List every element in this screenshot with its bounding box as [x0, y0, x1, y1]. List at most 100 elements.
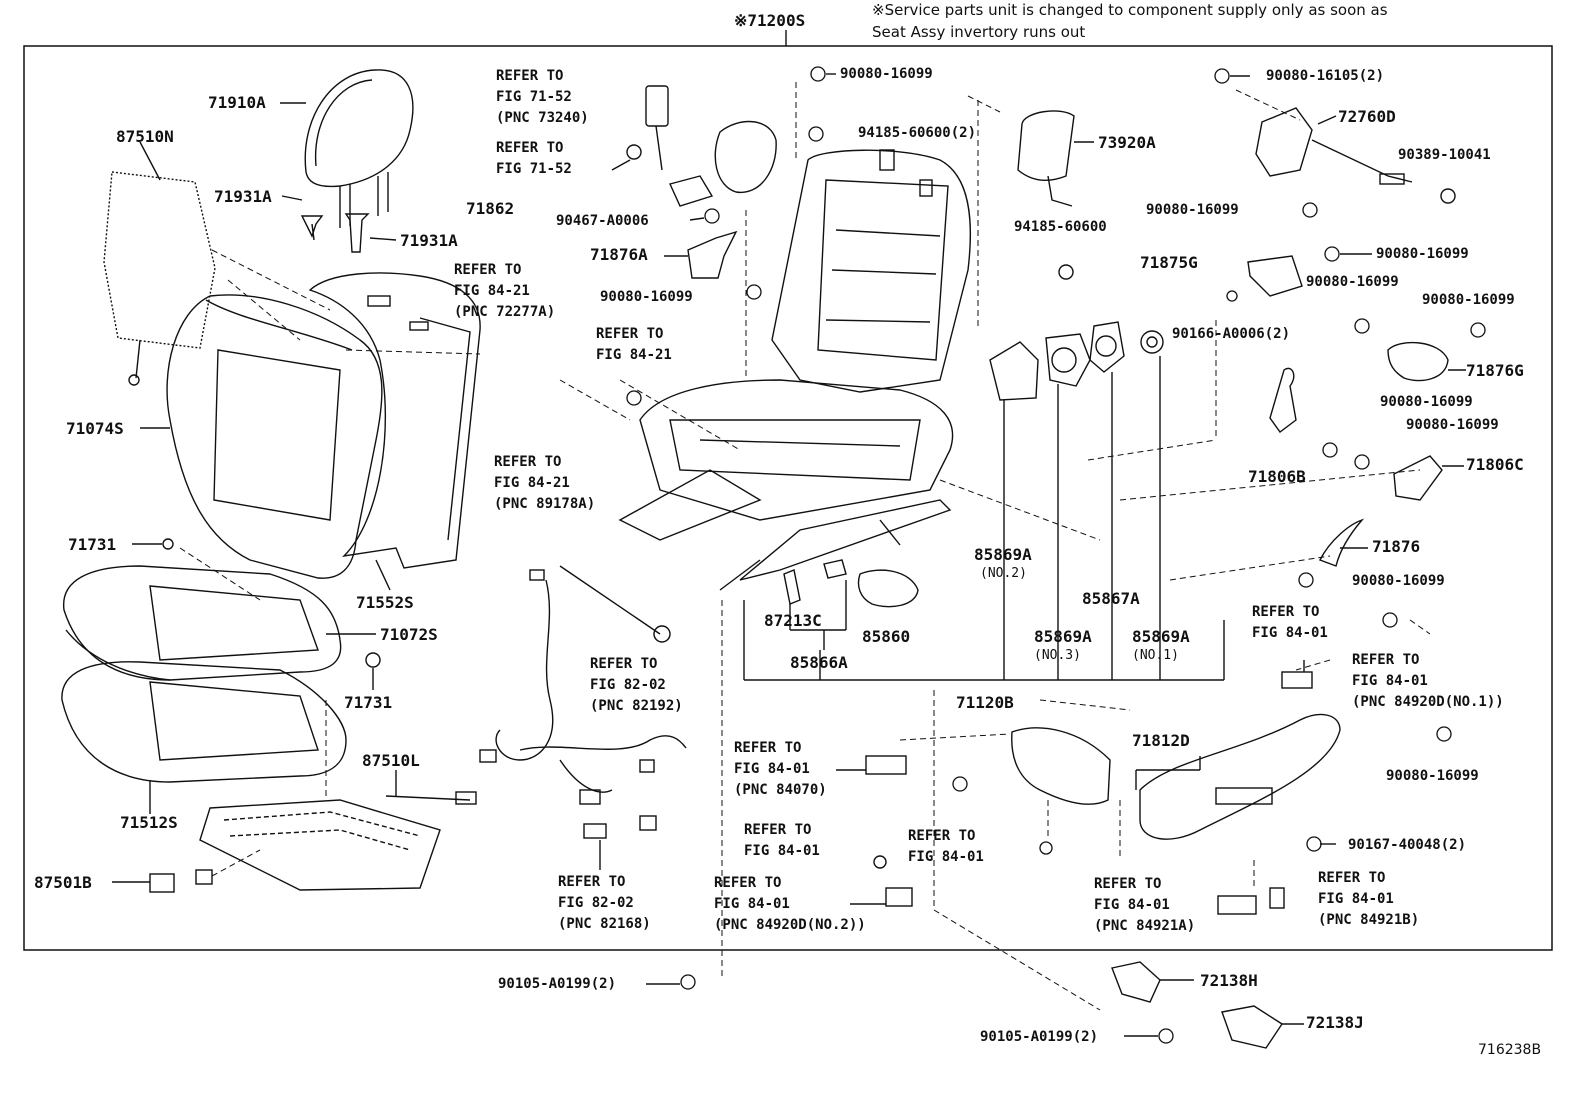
part-71876[interactable]: 71876 — [1372, 537, 1421, 556]
part-90080-16105-2[interactable]: 90080-16105(2) — [1266, 68, 1385, 84]
assembly-number: ※71200S — [734, 11, 806, 30]
seat-frame-drawing — [618, 149, 972, 591]
part-85867A[interactable]: 85867A — [1082, 589, 1140, 608]
cushion-heater-drawing — [199, 791, 477, 891]
part-90167-40048-2[interactable]: 90167-40048(2) — [1348, 837, 1467, 853]
part-85869A-no1[interactable]: 85869A — [1132, 627, 1190, 646]
switch-assemblies-drawing — [989, 321, 1164, 401]
part-71074S[interactable]: 71074S — [66, 419, 124, 438]
part-71806B[interactable]: 71806B — [1248, 467, 1306, 486]
part-71120B[interactable]: 71120B — [956, 693, 1014, 712]
bracket-72138j-drawing — [1221, 1005, 1283, 1049]
part-71512S[interactable]: 71512S — [120, 813, 178, 832]
part-90080-16099-r5[interactable]: 90080-16099 — [1380, 394, 1473, 410]
part-87501B[interactable]: 87501B — [34, 873, 92, 892]
airbag-drawing — [1017, 110, 1075, 207]
side-cover-drawing — [1011, 713, 1341, 840]
part-72138J[interactable]: 72138J — [1306, 1013, 1364, 1032]
part-90080-16099-r3[interactable]: 90080-16099 — [1306, 274, 1399, 290]
cover-71875g-drawing — [1247, 255, 1303, 297]
seatback-board-drawing — [308, 272, 481, 569]
note-no3: (NO.3) — [1034, 648, 1081, 663]
part-90467-A0006[interactable]: 90467-A0006 — [556, 213, 649, 229]
part-85866A[interactable]: 85866A — [790, 653, 848, 672]
part-71875G[interactable]: 71875G — [1140, 253, 1198, 272]
part-71072S[interactable]: 71072S — [380, 625, 438, 644]
part-90080-16099-r2[interactable]: 90080-16099 — [1376, 246, 1469, 262]
part-71731-2[interactable]: 71731 — [344, 693, 393, 712]
part-94185-60600[interactable]: 94185-60600 — [1014, 219, 1107, 235]
part-71812D[interactable]: 71812D — [1132, 731, 1190, 750]
headrest-drawing — [304, 69, 414, 228]
lever-71876-drawing — [1319, 518, 1365, 567]
bracket-72138h-drawing — [1111, 961, 1161, 1003]
connector-87501b-drawing — [149, 873, 175, 893]
note-no2: (NO.2) — [980, 566, 1027, 581]
part-90105-A0199-1[interactable]: 90105-A0199(2) — [498, 976, 617, 992]
part-87510L[interactable]: 87510L — [362, 751, 420, 770]
part-90080-16099-r4[interactable]: 90080-16099 — [1422, 292, 1515, 308]
bolts — [626, 66, 1486, 1044]
part-73920A[interactable]: 73920A — [1098, 133, 1156, 152]
part-72760D[interactable]: 72760D — [1338, 107, 1396, 126]
part-72138H[interactable]: 72138H — [1200, 971, 1258, 990]
part-90080-16099-a[interactable]: 90080-16099 — [600, 289, 693, 305]
part-87213C[interactable]: 87213C — [764, 611, 822, 630]
part-71552S[interactable]: 71552S — [356, 593, 414, 612]
part-90166-A0006-2[interactable]: 90166-A0006(2) — [1172, 326, 1291, 342]
part-85869A-no3[interactable]: 85869A — [1034, 627, 1092, 646]
part-71931A-1[interactable]: 71931A — [214, 187, 272, 206]
part-90105-A0199-2[interactable]: 90105-A0199(2) — [980, 1029, 1099, 1045]
dashed-leaders — [179, 82, 1431, 1011]
figure-code: 716238B — [1478, 1042, 1542, 1058]
part-90389-10041[interactable]: 90389-10041 — [1398, 147, 1491, 163]
part-71731-1[interactable]: 71731 — [68, 535, 117, 554]
part-71910A[interactable]: 71910A — [208, 93, 266, 112]
motor-parts-drawing — [783, 559, 919, 608]
part-90080-16099-r1[interactable]: 90080-16099 — [1146, 202, 1239, 218]
service-note-line2: Seat Assy invertory runs out — [872, 23, 1086, 41]
part-85869A-no2[interactable]: 85869A — [974, 545, 1032, 564]
part-85860[interactable]: 85860 — [862, 627, 911, 646]
part-71876G[interactable]: 71876G — [1466, 361, 1524, 380]
seat-cushion-cover-drawing — [63, 565, 342, 681]
note-no1: (NO.1) — [1132, 648, 1179, 663]
cover-71876g-drawing — [1387, 341, 1449, 382]
part-94185-60600-2[interactable]: 94185-60600(2) — [858, 125, 977, 141]
headrest-guides — [281, 195, 397, 253]
wire-harness-drawing — [479, 565, 687, 805]
part-90080-16099-r6[interactable]: 90080-16099 — [1406, 417, 1499, 433]
part-90080-16099-r8[interactable]: 90080-16099 — [1386, 768, 1479, 784]
part-71876A[interactable]: 71876A — [590, 245, 648, 264]
seat-cushion-drawing — [61, 661, 347, 783]
part-90080-16099-top[interactable]: 90080-16099 — [840, 66, 933, 82]
service-note-line1: ※Service parts unit is changed to compon… — [872, 1, 1388, 19]
part-71862[interactable]: 71862 — [466, 199, 515, 218]
part-90080-16099-r7[interactable]: 90080-16099 — [1352, 573, 1445, 589]
part-87510N[interactable]: 87510N — [116, 127, 174, 146]
seatback-heater-drawing — [103, 171, 216, 349]
bracket-71806c-drawing — [1393, 455, 1443, 501]
assembly-frame — [23, 45, 1553, 951]
buckle-drawing — [645, 85, 777, 207]
part-71806C[interactable]: 71806C — [1466, 455, 1524, 474]
part-71931A-2[interactable]: 71931A — [400, 231, 458, 250]
seatback-cover-drawing — [166, 294, 383, 579]
